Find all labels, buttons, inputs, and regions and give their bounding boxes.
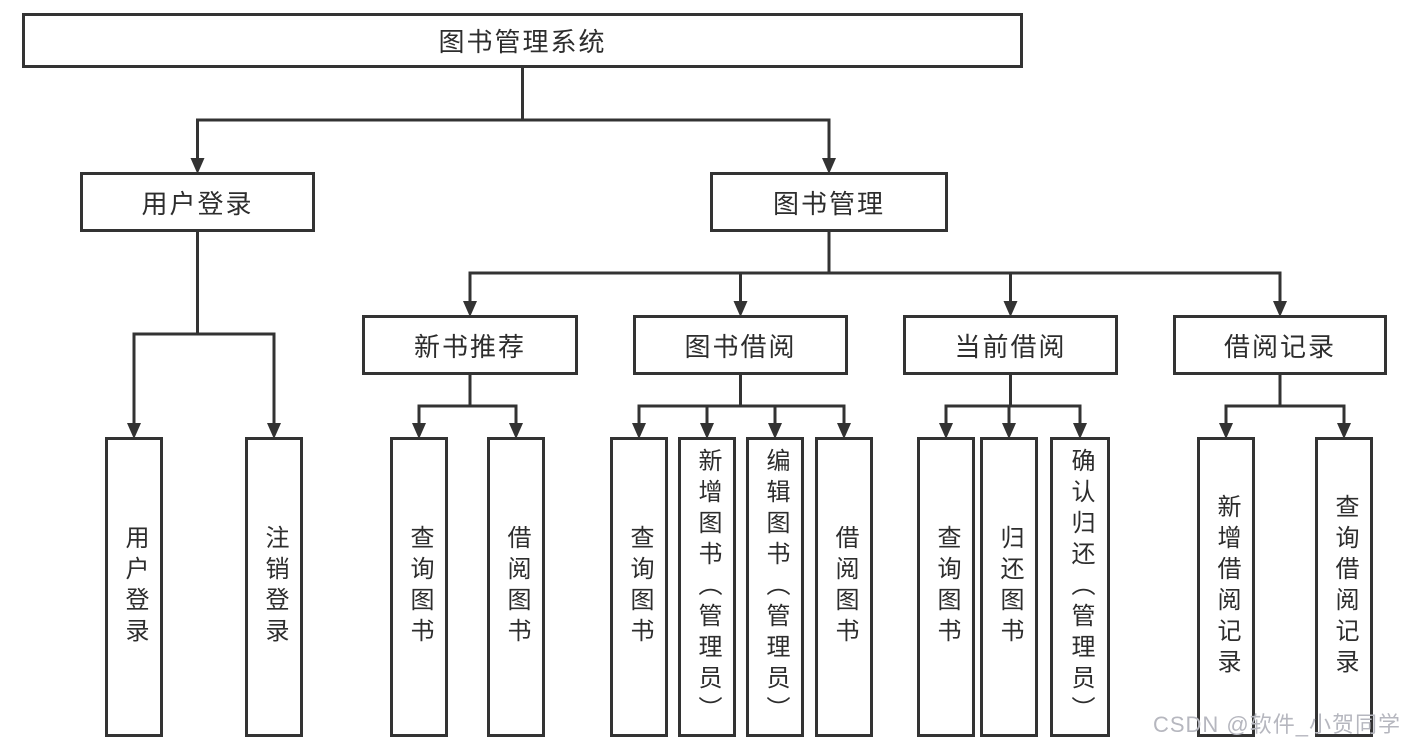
- leaf-return-books: 归还图书: [980, 437, 1038, 737]
- leaf-borrow-books: 借阅图书: [815, 437, 873, 737]
- leaf-logout: 注销登录: [245, 437, 303, 737]
- leaf-add-borrow-record: 新增借阅记录: [1197, 437, 1255, 737]
- node-book-borrowing: 图书借阅: [633, 315, 848, 375]
- leaf-query-books-recommend: 查询图书: [390, 437, 448, 737]
- leaf-borrow-books-recommend: 借阅图书: [487, 437, 545, 737]
- leaf-edit-books-admin: 编辑图书（管理员）: [746, 437, 804, 737]
- leaf-confirm-return-admin: 确认归还（管理员）: [1050, 437, 1110, 737]
- csdn-watermark: CSDN @软件_小贺同学: [1152, 712, 1401, 737]
- leaf-user-login: 用户登录: [105, 437, 163, 737]
- leaf-query-borrow-record: 查询借阅记录: [1315, 437, 1373, 737]
- node-new-book-recommendation: 新书推荐: [362, 315, 578, 375]
- node-current-borrowing: 当前借阅: [903, 315, 1118, 375]
- leaf-query-books: 查询图书: [610, 437, 668, 737]
- node-library-management-system: 图书管理系统: [22, 13, 1023, 68]
- node-user-login: 用户登录: [80, 172, 315, 232]
- node-book-management: 图书管理: [710, 172, 948, 232]
- node-borrowing-records: 借阅记录: [1173, 315, 1387, 375]
- leaf-add-books-admin: 新增图书（管理员）: [678, 437, 736, 737]
- leaf-query-books-current: 查询图书: [917, 437, 975, 737]
